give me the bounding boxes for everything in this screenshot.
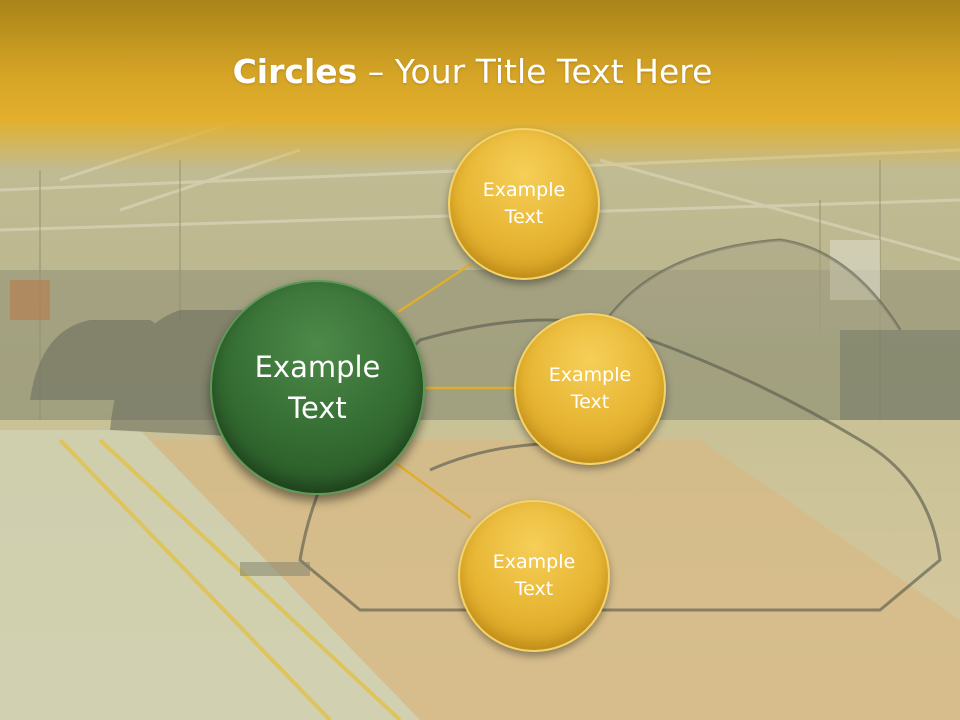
node-circle-top: Example Text (448, 128, 600, 280)
node-circle-label: Example Text (548, 364, 632, 413)
center-circle-label: Example Text (254, 349, 381, 425)
slide-title: Circles – Your Title Text Here (0, 52, 945, 91)
center-circle: Example Text (210, 280, 425, 495)
title-rest-part: Your Title Text Here (394, 52, 713, 91)
title-separator: – (357, 52, 395, 91)
node-circle-bottom: Example Text (458, 500, 610, 652)
node-circle-middle: Example Text (514, 313, 666, 465)
node-circle-label: Example Text (492, 551, 576, 600)
node-circle-label: Example Text (482, 179, 566, 228)
connector-top (397, 262, 472, 314)
connector-bottom (396, 462, 472, 520)
title-bold-part: Circles (232, 52, 358, 91)
